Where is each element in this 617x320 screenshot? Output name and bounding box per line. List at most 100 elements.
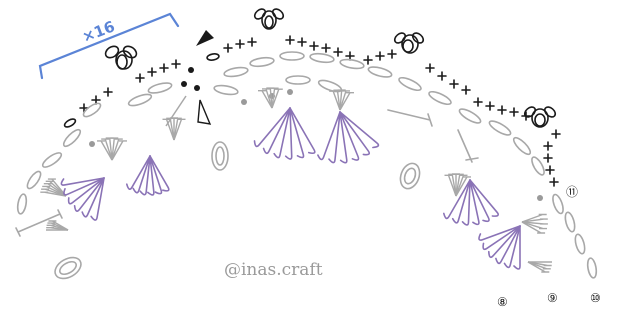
single-crochet (473, 97, 483, 107)
double-crochet (339, 92, 354, 111)
double-crochet (521, 221, 546, 234)
double-crochet (270, 87, 279, 109)
single-crochet (297, 37, 307, 47)
double-crochet (132, 155, 151, 194)
single-crochet (321, 43, 331, 53)
single-crochet (449, 79, 459, 89)
round-10-stitches (15, 51, 598, 280)
double-crochet (488, 225, 521, 259)
double-crochet (262, 107, 291, 155)
double-crochet (461, 179, 471, 226)
double-crochet (527, 261, 550, 273)
single-crochet (437, 71, 447, 81)
single-crochet (159, 63, 169, 73)
double-crochet (284, 107, 293, 160)
double-crochet (478, 225, 521, 241)
double-crochet (63, 177, 105, 196)
single-crochet (285, 35, 295, 45)
marker-dots (89, 89, 543, 201)
double-crochet (60, 177, 105, 186)
double-crochet (262, 88, 273, 109)
double-crochet (328, 111, 341, 164)
double-crochet (149, 155, 163, 195)
double-crochet (521, 221, 547, 230)
single-crochet (543, 141, 553, 151)
double-crochet (513, 225, 521, 270)
double-crochet (482, 225, 521, 251)
double-crochet (521, 221, 548, 225)
double-crochet (469, 179, 499, 217)
double-crochet (503, 225, 521, 269)
single-crochet (91, 95, 101, 105)
single-crochet (309, 41, 319, 51)
double-crochet (73, 177, 105, 212)
double-crochet (273, 107, 291, 159)
double-crochet (139, 155, 151, 196)
double-crochet (147, 155, 155, 196)
single-crochet (509, 107, 519, 117)
double-crochet (173, 118, 186, 141)
double-crochet (110, 137, 119, 161)
single-crochet (103, 87, 113, 97)
double-crochet (443, 179, 471, 220)
round-8-stitches (60, 107, 521, 270)
double-crochet (521, 213, 547, 223)
double-crochet (521, 218, 548, 223)
round-11-stitches (63, 8, 561, 187)
double-crochet (101, 138, 113, 161)
double-crochet (90, 177, 105, 221)
single-crochet (247, 37, 257, 47)
double-crochet (271, 88, 283, 109)
single-crochet (549, 177, 559, 187)
double-crochet (126, 155, 151, 190)
picot (393, 32, 425, 54)
double-crochet (149, 155, 170, 192)
round-number-11: ⑪ (566, 185, 578, 199)
double-crochet (111, 138, 123, 161)
grey-double-crochet-rows (40, 87, 552, 273)
picot (523, 106, 557, 128)
watermark: @inas.craft (224, 260, 323, 280)
double-crochet (289, 107, 305, 159)
double-crochet (97, 140, 113, 161)
single-crochet (147, 67, 157, 77)
round-number-10: ⑩ (590, 291, 601, 305)
single-crochet (79, 103, 89, 113)
chain-stitch (63, 118, 77, 128)
slip-stitch-dots (181, 67, 200, 91)
double-crochet (67, 177, 105, 205)
single-crochet (425, 63, 435, 73)
start-arrow-icon (196, 30, 214, 46)
fasten-off-arrow-icon (197, 99, 212, 125)
double-crochet (339, 111, 380, 149)
double-crochet (48, 220, 69, 231)
double-crochet (339, 111, 348, 164)
double-crochet (451, 179, 471, 224)
chain-stitch (206, 53, 220, 61)
single-crochet (333, 47, 343, 57)
double-crochet (317, 111, 341, 161)
double-crochet (339, 111, 371, 156)
round-number-9: ⑨ (547, 291, 558, 305)
single-crochet (543, 153, 553, 163)
single-crochet (235, 39, 245, 49)
single-crochet-row (79, 35, 561, 187)
single-crochet (461, 85, 471, 95)
single-crochet (545, 165, 555, 175)
round-number-8: ⑧ (497, 295, 508, 309)
double-crochet (253, 107, 291, 148)
single-crochet (223, 43, 233, 53)
single-crochet (345, 51, 355, 61)
double-crochet (455, 176, 471, 197)
single-crochet (363, 55, 373, 65)
double-crochet (337, 89, 346, 111)
repeat-bracket (38, 12, 180, 80)
picot (104, 45, 138, 70)
single-crochet (387, 49, 397, 59)
repeat-bracket-line (38, 12, 180, 80)
double-crochet (258, 90, 273, 109)
slip-stitch-line (165, 95, 187, 127)
single-crochet (375, 51, 385, 61)
single-crochet (171, 59, 181, 69)
